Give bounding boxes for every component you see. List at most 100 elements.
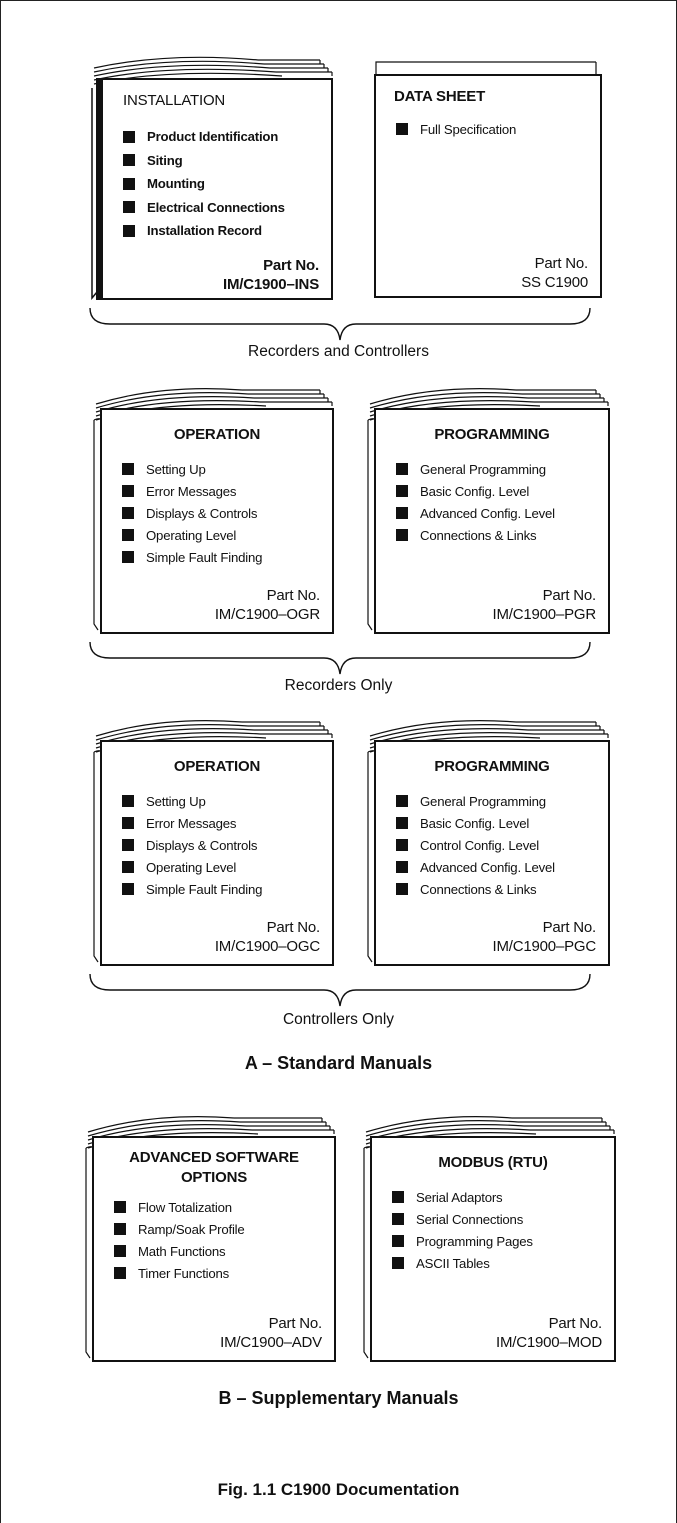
- part-code: IM/C1900–ADV: [220, 1334, 322, 1351]
- bullet-icon: [123, 224, 135, 237]
- bullet-icon: [396, 463, 408, 475]
- book-contents-list: Setting Up Error Messages Displays & Con…: [122, 790, 326, 900]
- bullet-icon: [114, 1245, 126, 1257]
- book-cover: MODBUS (RTU) Serial Adaptors Serial Conn…: [370, 1136, 616, 1362]
- book-cover: INSTALLATION Product Identification Siti…: [96, 78, 333, 300]
- part-label: Part No.: [542, 587, 597, 604]
- bullet-icon: [122, 485, 134, 497]
- book-rec-operation: OPERATION Setting Up Error Messages Disp…: [92, 380, 334, 634]
- book-title: PROGRAMMING: [434, 758, 550, 775]
- list-item: Mounting: [123, 172, 325, 196]
- list-item: Ramp/Soak Profile: [114, 1218, 328, 1240]
- group-caption-recorders-only: Recorders Only: [284, 677, 393, 694]
- part-code: IM/C1900–OGC: [214, 938, 320, 955]
- list-item: Simple Fault Finding: [122, 878, 326, 900]
- book-title-line1: ADVANCED SOFTWARE: [129, 1149, 299, 1166]
- bullet-icon: [122, 551, 134, 563]
- list-item: General Programming: [396, 790, 602, 812]
- bullet-icon: [396, 817, 408, 829]
- bullet-icon: [123, 154, 135, 167]
- book-contents-list: Product Identification Siting Mounting E…: [123, 125, 325, 243]
- group-caption-recorders-and-controllers: Recorders and Controllers: [248, 343, 429, 360]
- book-title-line2: OPTIONS: [180, 1169, 248, 1186]
- book-title: OPERATION: [173, 758, 261, 775]
- group-brace-icon: [89, 307, 591, 341]
- book-contents-list: Serial Adaptors Serial Connections Progr…: [392, 1186, 608, 1274]
- list-item: Displays & Controls: [122, 502, 326, 524]
- bullet-icon: [396, 795, 408, 807]
- book-ctl-operation: OPERATION Setting Up Error Messages Disp…: [92, 712, 334, 966]
- book-title: INSTALLATION: [123, 92, 226, 109]
- list-item: Math Functions: [114, 1240, 328, 1262]
- part-code: IM/C1900–MOD: [496, 1334, 602, 1351]
- book-installation: INSTALLATION Product Identification Siti…: [88, 48, 333, 301]
- bullet-icon: [396, 839, 408, 851]
- part-number: Part No. IM/C1900–PGR: [492, 586, 597, 624]
- list-item: Setting Up: [122, 458, 326, 480]
- list-item: Error Messages: [122, 480, 326, 502]
- part-label: Part No.: [542, 919, 597, 936]
- part-number: Part No. IM/C1900–OGR: [215, 586, 320, 624]
- list-item: Advanced Config. Level: [396, 856, 602, 878]
- book-pages-icon: [93, 720, 333, 963]
- book-title: PROGRAMMING: [434, 426, 550, 443]
- bullet-icon: [114, 1201, 126, 1213]
- part-label: Part No.: [548, 1315, 603, 1332]
- part-code: IM/C1900–PGC: [492, 938, 597, 955]
- list-item: Programming Pages: [392, 1230, 608, 1252]
- part-code: IM/C1900–PGR: [492, 606, 597, 623]
- list-item: Siting: [123, 149, 325, 173]
- list-item: Installation Record: [123, 219, 325, 243]
- list-item: Connections & Links: [396, 878, 602, 900]
- list-item: Basic Config. Level: [396, 480, 602, 502]
- part-number: Part No. IM/C1900–OGC: [215, 918, 320, 956]
- section-title-standard: A – Standard Manuals: [244, 1053, 433, 1073]
- list-item: Serial Adaptors: [392, 1186, 608, 1208]
- bullet-icon: [392, 1235, 404, 1247]
- list-item: General Programming: [396, 458, 602, 480]
- book-contents-list: General Programming Basic Config. Level …: [396, 790, 602, 900]
- list-item: Full Specification: [396, 118, 594, 140]
- list-item: Basic Config. Level: [396, 812, 602, 834]
- bullet-icon: [396, 529, 408, 541]
- bullet-icon: [122, 529, 134, 541]
- bullet-icon: [396, 861, 408, 873]
- list-item: Setting Up: [122, 790, 326, 812]
- book-ctl-programming: PROGRAMMING General Programming Basic Co…: [366, 712, 610, 966]
- bullet-icon: [122, 507, 134, 519]
- bullet-icon: [392, 1191, 404, 1203]
- list-item: ASCII Tables: [392, 1252, 608, 1274]
- list-item: Control Config. Level: [396, 834, 602, 856]
- book-cover: PROGRAMMING General Programming Basic Co…: [374, 740, 610, 966]
- group-caption-controllers-only: Controllers Only: [282, 1011, 395, 1028]
- book-advanced: ADVANCED SOFTWARE OPTIONS Flow Totalizat…: [84, 1108, 336, 1362]
- book-title: MODBUS (RTU): [438, 1154, 548, 1171]
- book-rec-programming: PROGRAMMING General Programming Basic Co…: [366, 380, 610, 634]
- list-item: Connections & Links: [396, 524, 602, 546]
- part-number: Part No. SS C1900: [521, 254, 588, 292]
- book-contents-list: Setting Up Error Messages Displays & Con…: [122, 458, 326, 568]
- part-label: Part No.: [534, 255, 589, 272]
- book-contents-list: Flow Totalization Ramp/Soak Profile Math…: [114, 1196, 328, 1284]
- list-item: Error Messages: [122, 812, 326, 834]
- bullet-icon: [396, 883, 408, 895]
- list-item: Flow Totalization: [114, 1196, 328, 1218]
- part-code: IM/C1900–INS: [223, 276, 319, 293]
- bullet-icon: [396, 507, 408, 519]
- part-number: Part No. IM/C1900–ADV: [220, 1314, 322, 1352]
- part-label: Part No.: [268, 1315, 323, 1332]
- book-title: OPERATION: [173, 426, 261, 443]
- book-contents-list: Full Specification: [396, 118, 594, 140]
- bullet-icon: [392, 1257, 404, 1269]
- list-item: Operating Level: [122, 524, 326, 546]
- book-cover: OPERATION Setting Up Error Messages Disp…: [100, 408, 334, 634]
- bullet-icon: [122, 883, 134, 895]
- bullet-icon: [122, 817, 134, 829]
- bullet-icon: [114, 1223, 126, 1235]
- book-contents-list: General Programming Basic Config. Level …: [396, 458, 602, 546]
- book-cover: ADVANCED SOFTWARE OPTIONS Flow Totalizat…: [92, 1136, 336, 1362]
- bullet-icon: [122, 839, 134, 851]
- bullet-icon: [396, 123, 408, 135]
- group-brace-icon: [89, 973, 591, 1007]
- list-item: Simple Fault Finding: [122, 546, 326, 568]
